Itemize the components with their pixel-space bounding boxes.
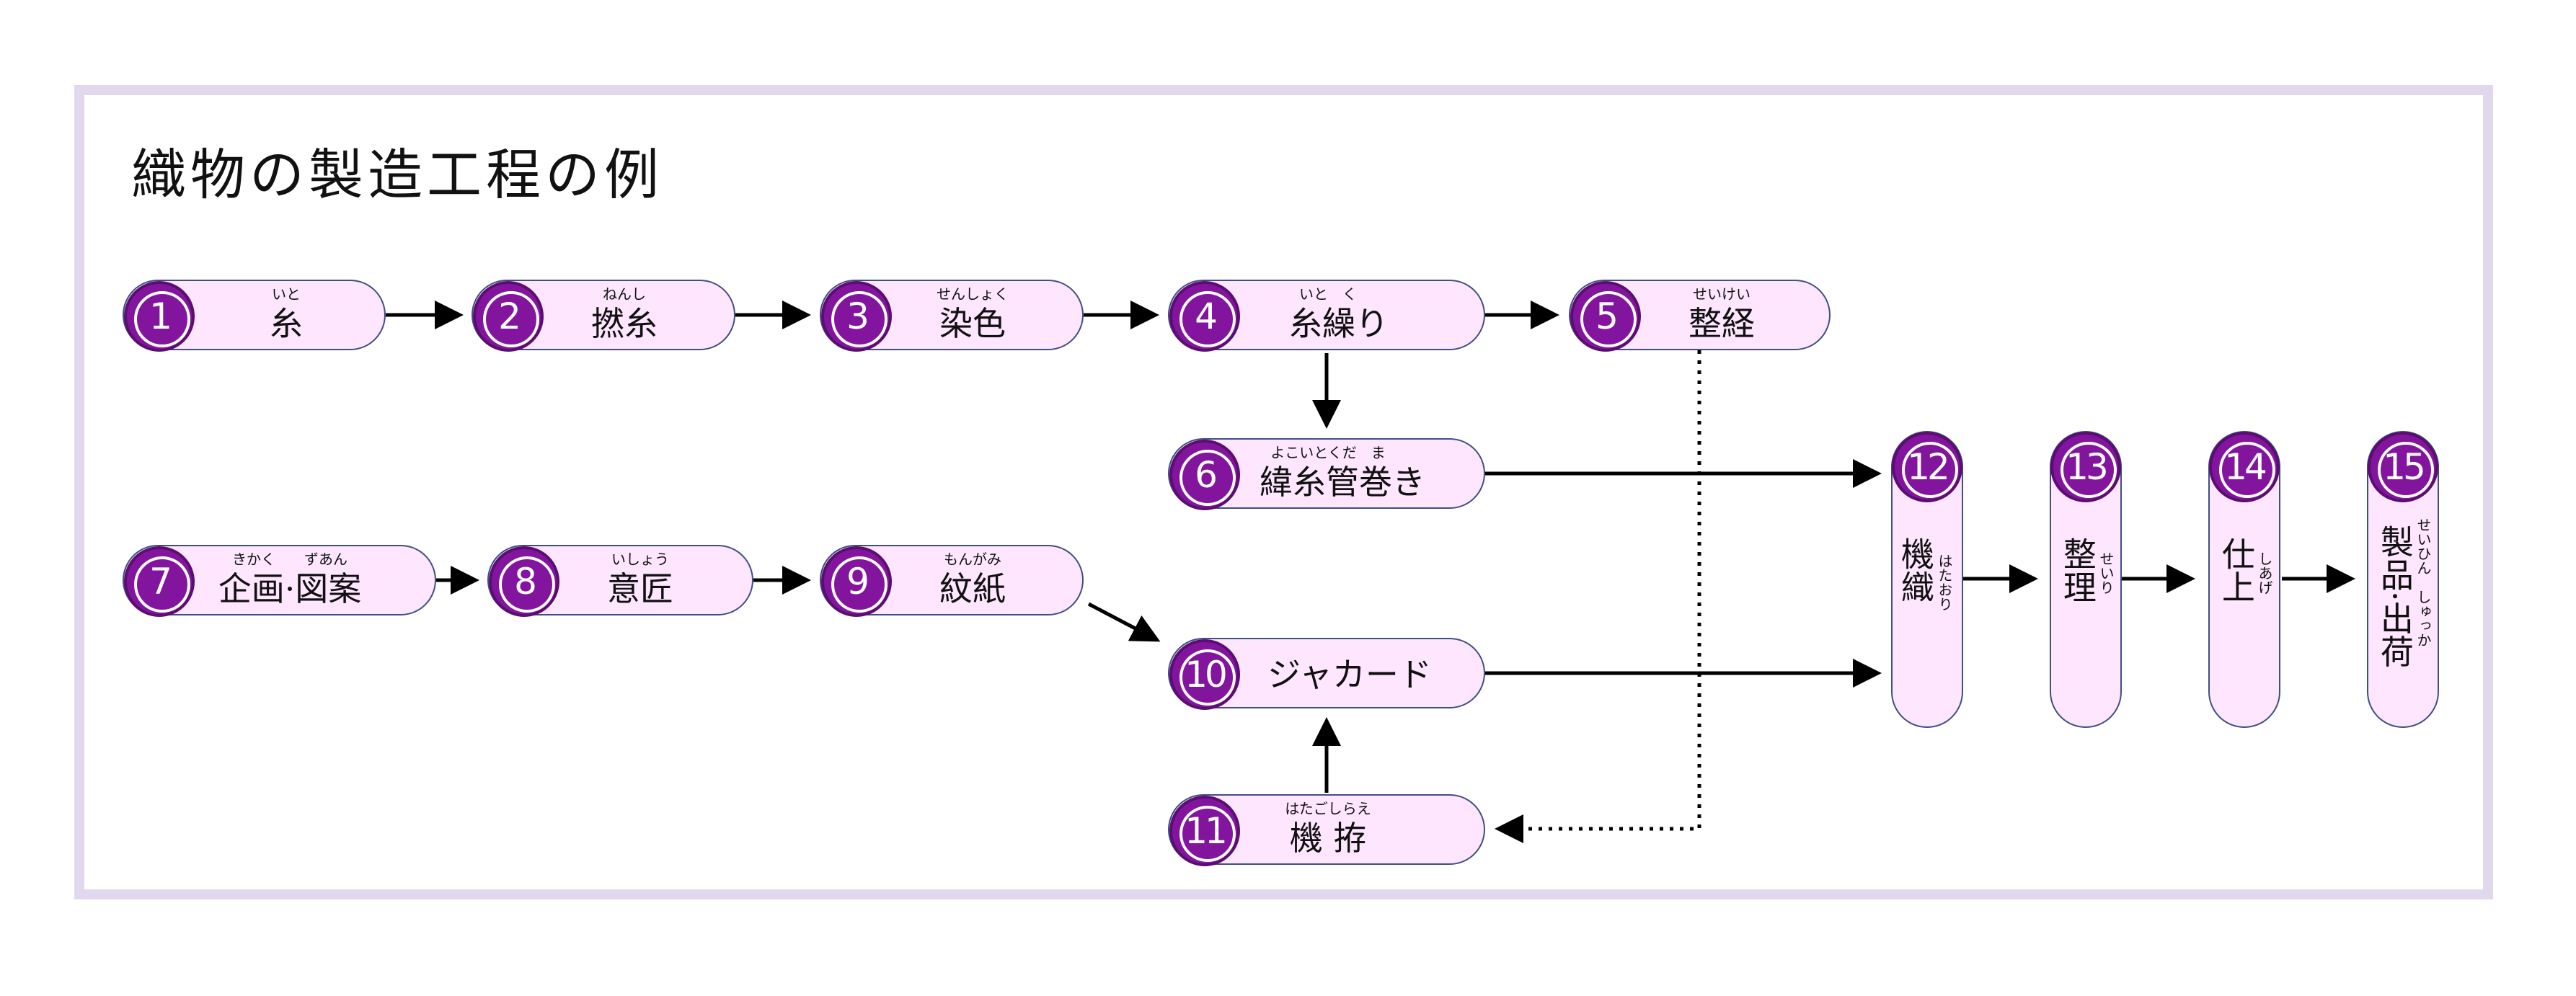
step-label: 企画·図案	[218, 569, 362, 608]
step-number-badge: 8	[489, 546, 559, 617]
step-number-badge: 9	[821, 546, 892, 617]
step-label: 製品·出荷	[2375, 525, 2415, 668]
step-number-badge: 4	[1169, 281, 1240, 352]
step-label: 撚糸	[591, 304, 658, 343]
step-reading: ねんし	[603, 285, 646, 303]
step-number-badge: 5	[1570, 281, 1641, 352]
step-label: 糸	[270, 304, 303, 343]
step-reading: はたおり	[1936, 553, 1953, 611]
step-10-node: 10 ジャカード	[1168, 638, 1485, 710]
step-15-node: 15 製品·出荷 せいひん しゅっか	[2367, 431, 2439, 728]
step-reading: せいり	[2097, 551, 2115, 595]
step-number-badge: 11	[1169, 796, 1240, 866]
step-reading: はたごしらえ	[1285, 800, 1371, 817]
step-7-node: 7 きかく ずあん 企画·図案	[123, 545, 436, 617]
step-label: 機織	[1895, 537, 1935, 603]
step-number-badge: 1	[124, 281, 195, 352]
step-2-node: 2 ねんし 撚糸	[472, 280, 735, 352]
step-number-badge: 7	[124, 546, 195, 617]
step-label: 整経	[1688, 304, 1755, 343]
step-number-badge: 3	[821, 281, 892, 352]
step-label: 糸繰り	[1289, 304, 1389, 343]
step-reading: よこいとくだ ま	[1270, 444, 1386, 461]
step-reading: いと	[272, 285, 301, 303]
step-14-node: 14 仕上 しあげ	[2208, 431, 2280, 728]
step-reading: きかく ずあん	[232, 551, 348, 568]
step-number-badge: 15	[2368, 432, 2438, 502]
step-label: 整理	[2058, 537, 2097, 603]
arrow-9-10	[1087, 602, 1161, 642]
step-8-node: 8 いしょう 意匠	[487, 545, 753, 617]
step-reading: せんしょく	[937, 285, 1009, 303]
step-9-node: 9 もんがみ 紋紙	[820, 545, 1084, 617]
step-12-node: 12 機織 はたおり	[1891, 431, 1963, 728]
dotted-arrow-5-11	[1495, 350, 1701, 843]
step-label: 緯糸管巻き	[1260, 463, 1425, 502]
step-reading: いしょう	[611, 551, 669, 568]
step-label: ジャカード	[1267, 655, 1432, 694]
step-number-badge: 12	[1892, 432, 1962, 502]
step-5-node: 5 せいけい 整経	[1569, 280, 1831, 352]
step-number-badge: 2	[473, 281, 544, 352]
step-1-node: 1 いと 糸	[123, 280, 386, 352]
step-label: 機 拵	[1289, 819, 1367, 858]
step-label: 紋紙	[939, 569, 1006, 608]
step-number-badge: 13	[2050, 432, 2121, 502]
step-reading: せいけい	[1693, 285, 1750, 303]
step-6-node: 6 よこいとくだ ま 緯糸管巻き	[1168, 438, 1485, 510]
step-reading: いと く	[1299, 285, 1357, 303]
step-label: 仕上	[2216, 537, 2256, 603]
step-3-node: 3 せんしょく 染色	[820, 280, 1084, 352]
diagram-title: 織物の製造工程の例	[131, 143, 663, 207]
step-number-badge: 10	[1169, 639, 1240, 710]
step-reading: せいひん しゅっか	[2415, 517, 2432, 647]
step-4-node: 4 いと く 糸繰り	[1168, 280, 1485, 352]
step-number-badge: 14	[2209, 432, 2280, 502]
step-reading: しあげ	[2256, 551, 2273, 595]
step-label: 意匠	[607, 569, 673, 608]
step-reading: もんがみ	[944, 551, 1001, 568]
step-11-node: 11 はたごしらえ 機 拵	[1168, 794, 1485, 866]
step-13-node: 13 整理 せいり	[2050, 431, 2122, 728]
step-number-badge: 6	[1169, 440, 1240, 510]
step-label: 染色	[939, 304, 1006, 343]
